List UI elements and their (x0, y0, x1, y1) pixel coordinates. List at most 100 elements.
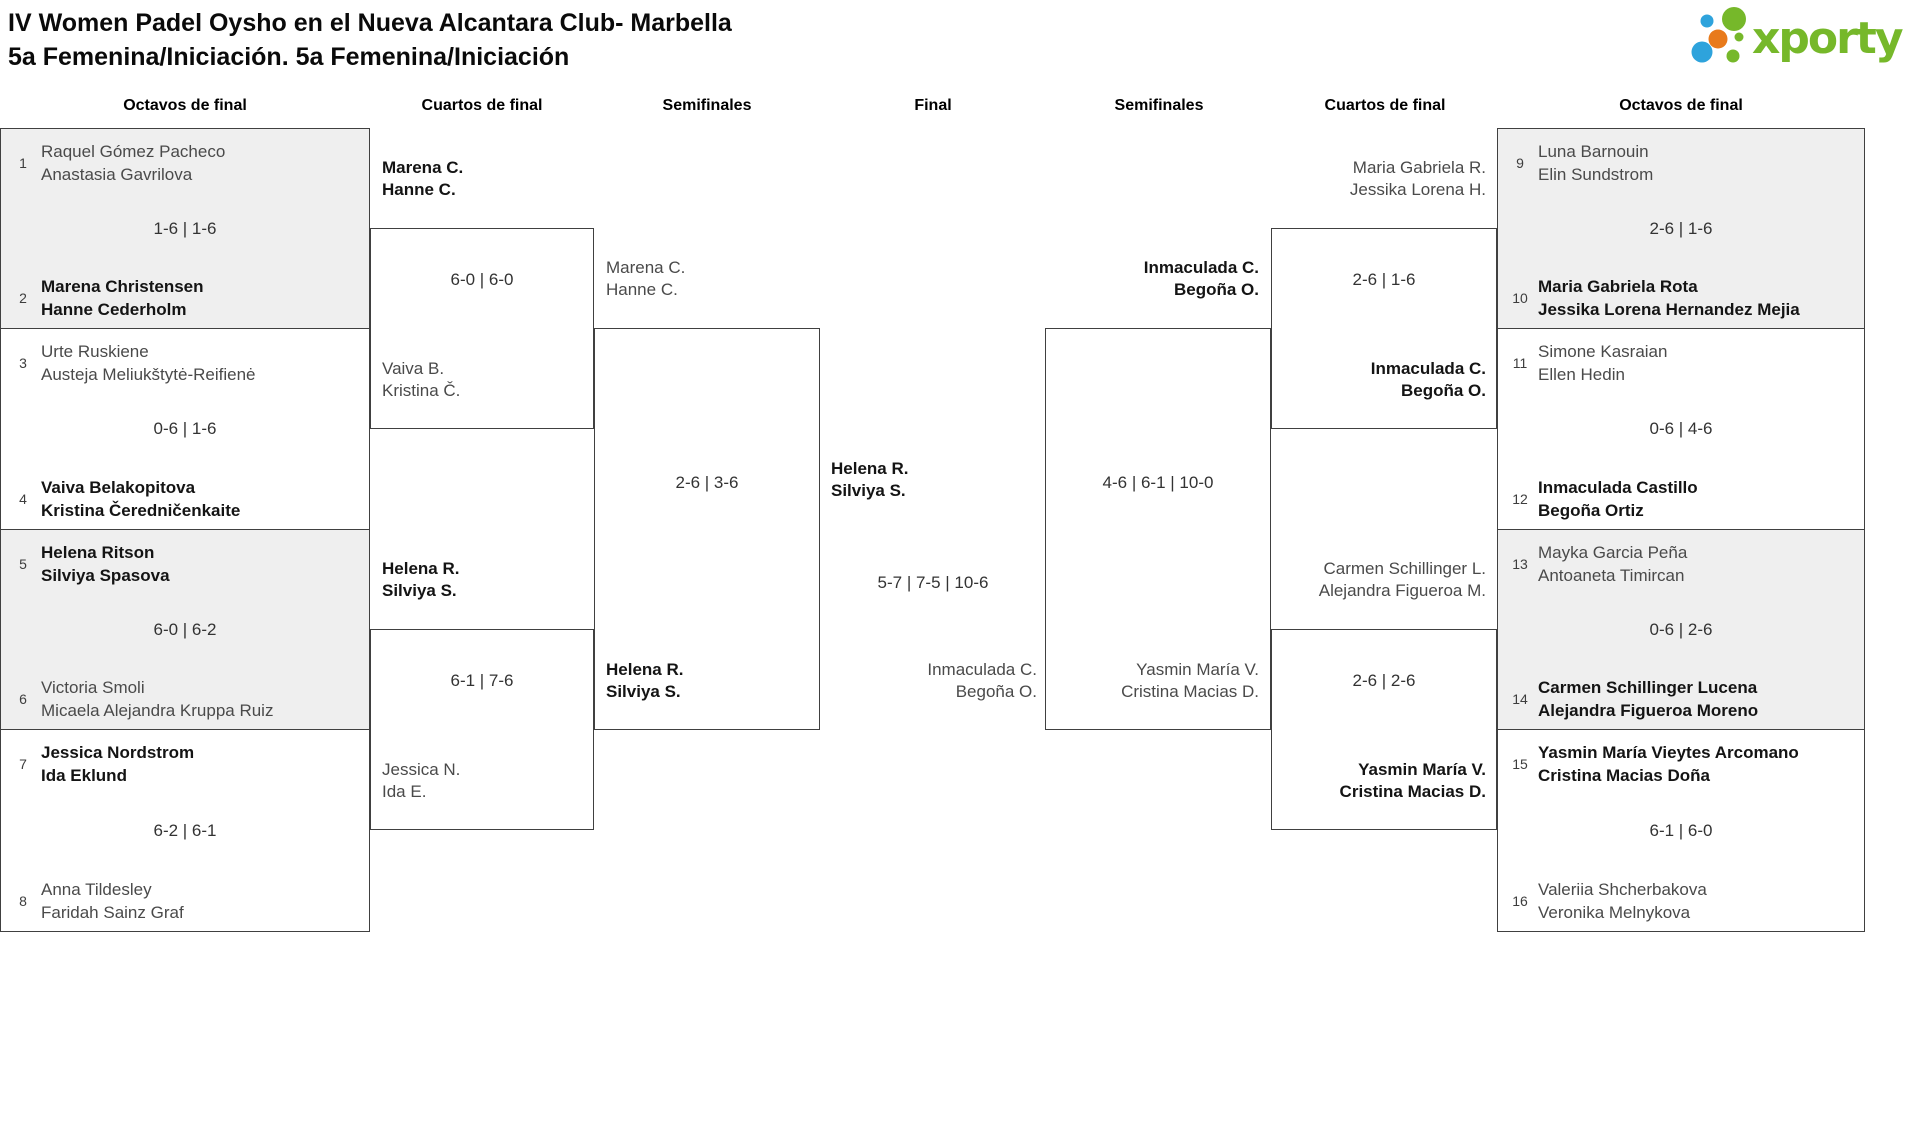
logo-dot-blue-big (1691, 41, 1713, 63)
octavos-match-15v16[interactable]: 15 Yasmin María Vieytes Arcomano Cristin… (1497, 729, 1865, 932)
cuartos-match-left-bottom[interactable] (370, 629, 594, 830)
team-name: Helena Ritson Silviya Spasova (41, 541, 170, 587)
player-name: Mayka Garcia Peña (1538, 543, 1688, 562)
bracket-slot: 8 Anna Tildesley Faridah Sainz Graf (11, 878, 363, 924)
octavos-match-1v2[interactable]: 1 Raquel Gómez Pacheco Anastasia Gavrilo… (0, 128, 370, 329)
seed-number: 15 (1512, 756, 1528, 772)
player-name: Begoña O. (1400, 381, 1486, 400)
player-name: Helena R. (831, 459, 909, 478)
team-name: Marena C. Hanne C. (382, 157, 463, 201)
match-score: 0-6 | 4-6 (1649, 419, 1713, 438)
player-name: Antoaneta Timircan (1538, 566, 1685, 585)
bracket-slot: 12 Inmaculada Castillo Begoña Ortiz (1508, 476, 1858, 522)
team-name: Vaiva Belakopitova Kristina Čeredničenka… (41, 476, 240, 522)
player-name: Valeriia Shcherbakova (1538, 880, 1707, 899)
seed-number: 10 (1512, 290, 1528, 306)
semifinal-match-right[interactable] (1045, 328, 1271, 730)
player-name: Cristina Macias D. (1121, 682, 1259, 701)
player-name: Cristina Macias D. (1339, 782, 1486, 801)
seed-number: 5 (19, 556, 27, 572)
team-name: Yasmin María Vieytes Arcomano Cristina M… (1538, 741, 1799, 787)
team-name: Vaiva B. Kristina Č. (382, 358, 460, 402)
bracket-slot: 7 Jessica Nordstrom Ida Eklund (11, 741, 363, 787)
seed-number: 4 (19, 491, 27, 507)
team-name: Marena Christensen Hanne Cederholm (41, 275, 204, 321)
player-name: Jessica Nordstrom (41, 743, 195, 762)
team-name: Inmaculada Castillo Begoña Ortiz (1538, 476, 1698, 522)
player-name: Veronika Melnykova (1538, 903, 1691, 922)
player-name: Marena C. (606, 258, 686, 277)
seed-number: 7 (19, 756, 27, 772)
player-name: Inmaculada C. (1370, 359, 1486, 378)
bracket-slot: 16 Valeriia Shcherbakova Veronika Melnyk… (1508, 878, 1858, 924)
team-name: Helena R. Silviya S. (606, 659, 683, 703)
player-name: Kristina Čeredničenkaite (41, 501, 241, 520)
seed-number: 2 (19, 290, 27, 306)
player-name: Simone Kasraian (1538, 342, 1668, 361)
seed-number: 12 (1512, 491, 1528, 507)
player-name: Luna Barnouin (1538, 142, 1649, 161)
player-name: Cristina Macias Doña (1538, 766, 1710, 785)
team-name: Mayka Garcia Peña Antoaneta Timircan (1538, 541, 1687, 587)
xporty-logo[interactable]: xporty (1684, 3, 1912, 67)
player-name: Vaiva B. (382, 359, 445, 378)
logo-wordmark: xporty (1752, 13, 1903, 64)
player-name: Maria Gabriela Rota (1538, 277, 1698, 296)
page-title: IV Women Padel Oysho en el Nueva Alcanta… (8, 6, 732, 74)
player-name: Raquel Gómez Pacheco (41, 142, 226, 161)
category-name: 5a Femenina/Iniciación. 5a Femenina/Inic… (8, 43, 570, 71)
bracket-slot: 11 Simone Kasraian Ellen Hedin (1508, 340, 1858, 386)
seed-number: 3 (19, 355, 27, 371)
team-name: Raquel Gómez Pacheco Anastasia Gavrilova (41, 140, 225, 186)
team-name: Inmaculada C. Begoña O. (927, 659, 1037, 703)
bracket-slot: 1 Raquel Gómez Pacheco Anastasia Gavrilo… (11, 140, 363, 186)
player-name: Inmaculada Castillo (1538, 478, 1698, 497)
team-name: Jessica Nordstrom Ida Eklund (41, 741, 194, 787)
player-name: Hanne Cederholm (41, 300, 187, 319)
player-name: Silviya S. (606, 682, 681, 701)
octavos-match-7v8[interactable]: 7 Jessica Nordstrom Ida Eklund 6-2 | 6-1… (0, 729, 370, 932)
round-header-final: Final (914, 97, 952, 114)
cuartos-match-right-top[interactable] (1271, 228, 1497, 429)
player-name: Begoña O. (955, 682, 1037, 701)
bracket-slot: 9 Luna Barnouin Elin Sundstrom (1508, 140, 1858, 186)
player-name: Elin Sundstrom (1538, 165, 1654, 184)
player-name: Carmen Schillinger Lucena (1538, 678, 1758, 697)
semifinal-match-left[interactable] (594, 328, 820, 730)
seed-number: 11 (1512, 355, 1528, 371)
cuartos-match-left-top[interactable] (370, 228, 594, 429)
match-score: 2-6 | 1-6 (1649, 218, 1713, 238)
octavos-match-5v6[interactable]: 5 Helena Ritson Silviya Spasova 6-0 | 6-… (0, 529, 370, 730)
team-name: Simone Kasraian Ellen Hedin (1538, 340, 1667, 386)
team-name: Luna Barnouin Elin Sundstrom (1538, 140, 1653, 186)
player-name: Ida E. (382, 782, 427, 801)
player-name: Faridah Sainz Graf (41, 903, 184, 922)
player-name: Inmaculada C. (927, 660, 1037, 679)
tournament-name: IV Women Padel Oysho en el Nueva Alcanta… (8, 9, 732, 37)
octavos-match-9v10[interactable]: 9 Luna Barnouin Elin Sundstrom 2-6 | 1-6… (1497, 128, 1865, 329)
player-name: Victoria Smoli (41, 678, 145, 697)
player-name: Inmaculada C. (1143, 258, 1259, 277)
player-name: Silviya Spasova (41, 566, 170, 585)
match-score: 2-6 | 1-6 (1352, 270, 1416, 289)
bracket-slot: 6 Victoria Smoli Micaela Alejandra Krupp… (11, 676, 363, 722)
bracket-slot: 14 Carmen Schillinger Lucena Alejandra F… (1508, 676, 1858, 722)
match-score: 1-6 | 1-6 (153, 218, 217, 238)
player-name: Marena Christensen (41, 277, 204, 296)
cuartos-match-right-bottom[interactable] (1271, 629, 1497, 830)
logo-dot-orange (1708, 29, 1728, 49)
match-score: 4-6 | 6-1 | 10-0 (1102, 473, 1214, 492)
player-name: Jessika Lorena H. (1349, 180, 1486, 199)
octavos-match-3v4[interactable]: 3 Urte Ruskiene Austeja Meliukštytė-Reif… (0, 328, 370, 530)
octavos-match-13v14[interactable]: 13 Mayka Garcia Peña Antoaneta Timircan … (1497, 529, 1865, 730)
octavos-match-11v12[interactable]: 11 Simone Kasraian Ellen Hedin 0-6 | 4-6… (1497, 328, 1865, 530)
logo-dot-green-tiny (1734, 32, 1744, 42)
match-score: 0-6 | 2-6 (1649, 619, 1713, 639)
player-name: Helena R. (382, 559, 460, 578)
logo-dot-blue-small (1700, 14, 1714, 28)
player-name: Jessika Lorena Hernandez Mejia (1538, 300, 1800, 319)
player-name: Anastasia Gavrilova (41, 165, 193, 184)
seed-number: 8 (19, 893, 27, 909)
player-name: Silviya S. (382, 581, 457, 600)
player-name: Vaiva Belakopitova (41, 478, 196, 497)
